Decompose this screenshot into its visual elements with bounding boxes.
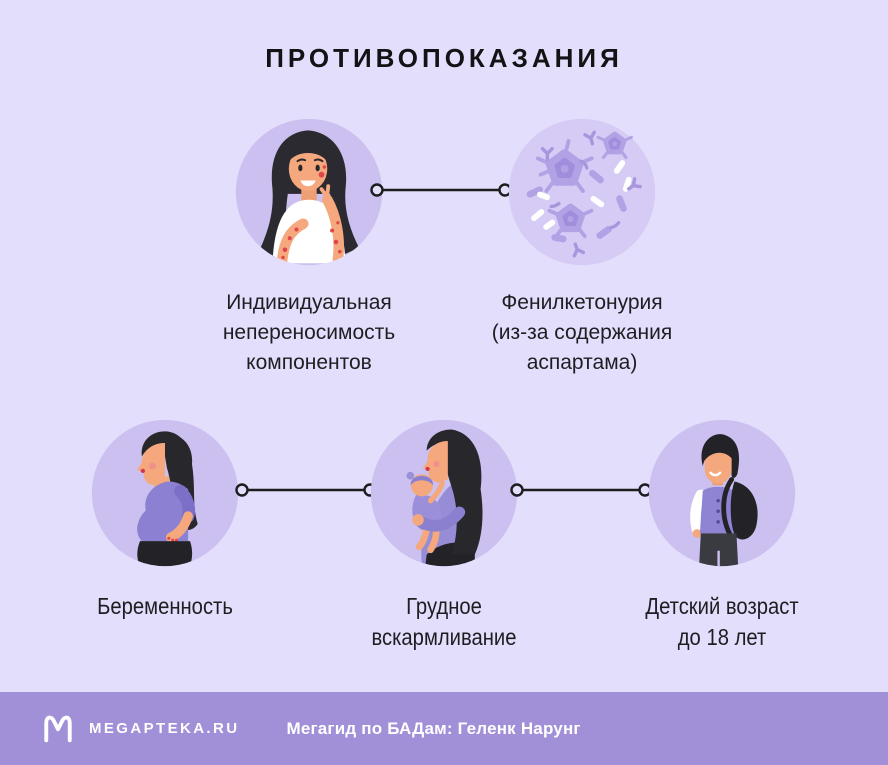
connector-line [370,183,512,197]
schoolboy-illustration [648,419,796,567]
breastfeeding-bubble [367,416,521,570]
megapteka-logo-text: MEGAPTEKA.RU [89,720,240,737]
age-bubble [645,416,799,570]
allergy-woman-illustration [235,118,383,266]
age-label: Детский возраст до 18 лет [645,593,799,650]
phenylketonuria-bubble [505,115,659,269]
intolerance-label: Индивидуальная непереносимость компонент… [222,291,396,374]
megapteka-m-icon [44,715,72,743]
page-title: ПРОТИВОПОКАЗАНИЯ [265,43,623,73]
breastfeeding-mother-illustration [370,419,518,567]
pregnant-woman-illustration [91,419,239,567]
breastfeeding-label: Грудное вскармливание [371,593,517,650]
footer-caption: Мегагид по БАДам: Геленк Нарунг [286,718,581,738]
connector-line [235,483,377,497]
connector-line [510,483,652,497]
intolerance-bubble [232,115,386,269]
pregnancy-label: Беременность [97,593,233,619]
microbes-illustration [508,118,656,266]
footer-bar: MEGAPTEKA.RU Мегагид по БАДам: Геленк На… [0,692,888,765]
pregnancy-bubble [88,416,242,570]
phenylketonuria-label: Фенилкетонурия (из-за содержания аспарта… [491,291,673,374]
